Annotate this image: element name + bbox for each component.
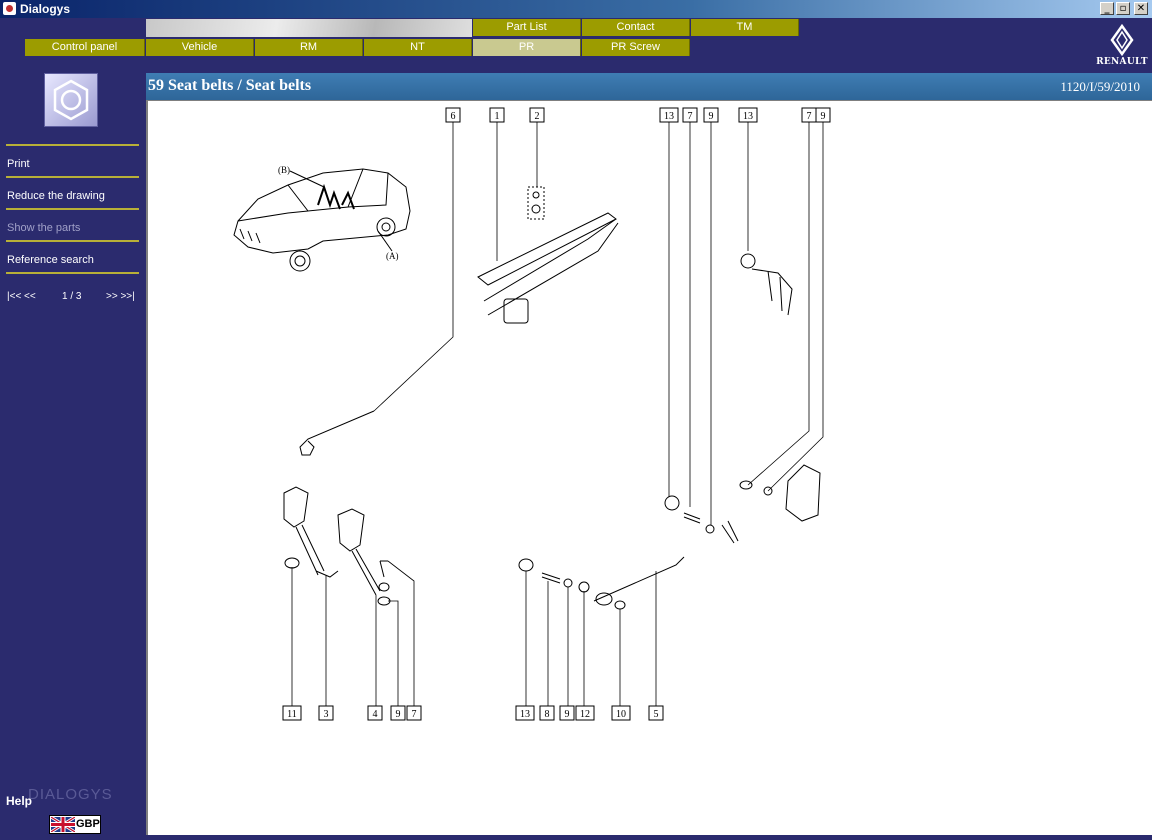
brand-name: RENAULT	[1096, 57, 1148, 67]
tab-tm[interactable]: TM	[691, 19, 799, 36]
seat-belt-exploded-drawing: (B) (A)	[233, 107, 831, 721]
callout-bottom-13: 13	[520, 709, 530, 720]
callout-bottom-9b: 9	[565, 709, 570, 720]
currency-label: GBP	[76, 818, 100, 830]
separator	[6, 176, 139, 178]
maximize-button[interactable]: ▫	[1116, 2, 1130, 15]
upper-belt-assembly	[477, 186, 793, 324]
currency-selector[interactable]: GBP	[49, 815, 101, 834]
separator	[6, 208, 139, 210]
page-title: 59 Seat belts / Seat belts	[148, 77, 312, 94]
top-callouts: 6 1 2 13 7 9 13 7 9	[445, 107, 831, 123]
leader-lines	[291, 121, 824, 707]
tab-contact[interactable]: Contact	[582, 19, 690, 36]
window-title: Dialogys	[20, 2, 71, 16]
window-title-bar: Dialogys _ ▫ ✕	[0, 0, 1152, 18]
decorative-banner	[146, 19, 472, 37]
tab-vehicle[interactable]: Vehicle	[146, 39, 254, 56]
bottom-left-callouts: 11 3 4 9 7	[282, 705, 422, 721]
help-link[interactable]: Help	[6, 794, 33, 808]
lower-right-hardware	[518, 464, 821, 610]
page-reference: 1120/I/59/2010	[1060, 79, 1140, 94]
callout-top-9a: 9	[709, 111, 714, 122]
renault-logo: RENAULT	[1094, 23, 1150, 70]
tab-nt[interactable]: NT	[364, 39, 472, 56]
callout-top-13a: 13	[664, 111, 674, 122]
pager-next-last[interactable]: >> >>|	[106, 291, 135, 302]
callout-bottom-3: 3	[324, 709, 329, 720]
callout-top-7b: 7	[807, 111, 812, 122]
car-illustration	[233, 168, 411, 272]
callout-top-1: 1	[495, 111, 500, 122]
separator	[6, 240, 139, 242]
pager-first-prev[interactable]: |<< <<	[7, 291, 36, 302]
show-parts-link: Show the parts	[7, 222, 81, 234]
tab-part-list[interactable]: Part List	[473, 19, 581, 36]
callout-bottom-7: 7	[412, 709, 417, 720]
parts-hex-nut-icon	[44, 73, 98, 127]
tab-pr[interactable]: PR	[473, 39, 581, 56]
reference-search-link[interactable]: Reference search	[7, 254, 94, 266]
callout-bottom-4: 4	[373, 709, 378, 720]
minimize-button[interactable]: _	[1100, 2, 1114, 15]
sidebar: Print Reduce the drawing Show the parts …	[0, 73, 146, 840]
tab-pr-screw[interactable]: PR Screw	[582, 39, 690, 56]
bottom-right-callouts: 13 8 9 12 10 5	[515, 705, 664, 721]
close-button[interactable]: ✕	[1134, 2, 1148, 15]
callout-bottom-11: 11	[287, 709, 297, 720]
uk-flag-icon	[51, 817, 75, 832]
exploded-drawing-canvas: (B) (A)	[146, 100, 1152, 835]
callout-top-13b: 13	[743, 111, 753, 122]
separator	[6, 144, 139, 146]
dialogys-watermark: DIALOGYS	[28, 786, 113, 803]
top-navigation-bar: Part List Contact TM Control panel Vehic…	[0, 18, 1152, 73]
callout-top-7a: 7	[688, 111, 693, 122]
print-link[interactable]: Print	[7, 158, 30, 170]
callout-bottom-9a: 9	[396, 709, 401, 720]
callout-top-9b: 9	[821, 111, 826, 122]
reduce-drawing-link[interactable]: Reduce the drawing	[7, 190, 105, 202]
tab-control-panel[interactable]: Control panel	[25, 39, 145, 56]
cable-part-6	[299, 410, 375, 456]
callout-top-6: 6	[451, 111, 456, 122]
car-label-b: (B)	[278, 165, 290, 175]
app-icon	[3, 2, 16, 15]
callout-bottom-10: 10	[616, 709, 626, 720]
pager-page-indicator: 1 / 3	[62, 291, 82, 302]
renault-diamond-icon	[1110, 23, 1134, 57]
lower-left-buckles	[283, 486, 391, 606]
callout-bottom-5: 5	[654, 709, 659, 720]
separator	[6, 272, 139, 274]
car-label-a: (A)	[386, 251, 399, 261]
callout-bottom-12: 12	[580, 709, 590, 720]
tab-rm[interactable]: RM	[255, 39, 363, 56]
callout-top-2: 2	[535, 111, 540, 122]
page-header: 59 Seat belts / Seat belts 1120/I/59/201…	[146, 73, 1152, 100]
callout-bottom-8: 8	[545, 709, 550, 720]
